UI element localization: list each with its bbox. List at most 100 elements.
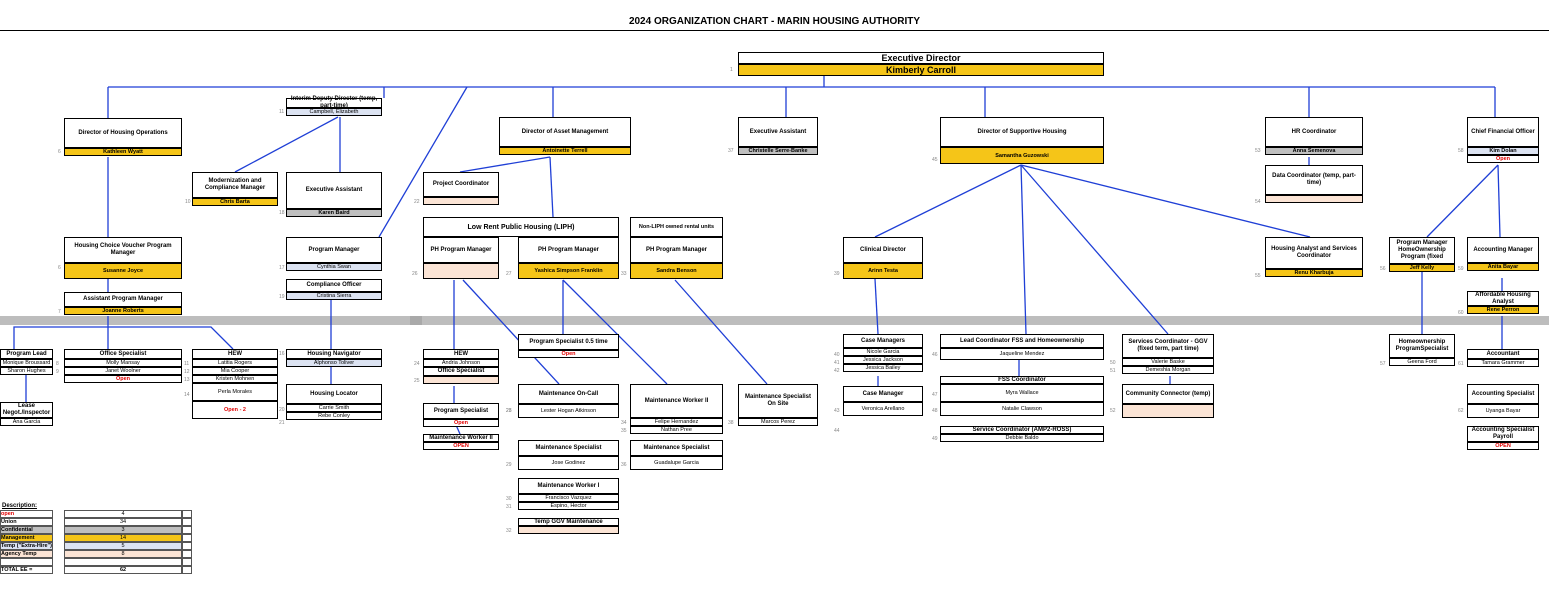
position-50-number: 62: [1458, 408, 1464, 414]
position-12-title: PH Program Manager: [518, 237, 619, 263]
position-number-extra-9: 44: [834, 428, 840, 434]
legend-spare-2: [182, 526, 192, 534]
position-20-title: Program Manager HomeOwnership Program (f…: [1389, 237, 1455, 264]
position-26-holder-2: Kristen Mohnen: [192, 375, 278, 383]
position-40-number: 38: [728, 420, 734, 426]
position-44-holder-1: Natalie Clawson: [940, 402, 1104, 416]
position-41-title: Case Managers: [843, 334, 923, 348]
position-6-number: 45: [932, 157, 938, 163]
position-10-title: Project Coordinator: [423, 172, 499, 197]
position-36-number: 30: [506, 496, 512, 502]
position-24-title: Lease Negot./Inspector: [0, 402, 53, 418]
position-34-holder-0: Lester Hogan Atkinson: [518, 404, 619, 418]
position-26-number: 11: [184, 361, 190, 367]
position-12-holder-0: Yashica Simpson Franklin: [518, 263, 619, 279]
position-7-number: 53: [1255, 148, 1261, 154]
position-46-holder-0: Valerie Baske: [1122, 358, 1214, 366]
position-3-holder-0: Karen Baird: [286, 209, 382, 217]
position-12-number: 27: [506, 271, 512, 277]
position-36-holder-0: Francisco Vazquez: [518, 494, 619, 502]
position-19-holder-0: Renu Kharbuja: [1265, 269, 1363, 277]
position-19-title: Housing Analyst and Services Coordinator: [1265, 237, 1363, 269]
position-46-number: 50: [1110, 360, 1116, 366]
legend-label-1: Union: [0, 518, 53, 526]
position-33-holder-0: Open: [518, 350, 619, 358]
position-34-title: Maintenance On-Call: [518, 384, 619, 404]
position-1-number: 11: [279, 109, 285, 115]
position-10-holder-0: [423, 197, 499, 205]
position-27-holder-0: Alphonso Toliver: [286, 359, 382, 367]
position-number-extra-5: 35: [621, 428, 627, 434]
position-41-holder-1: Jessica Jackson: [843, 356, 923, 364]
position-36-title: Maintenance Worker I: [518, 478, 619, 494]
non-liph-header: Non-LIPH owned rental units: [630, 217, 723, 237]
position-28-holder-0: Carrie Smith: [286, 404, 382, 412]
position-8-holder-0: [1265, 195, 1363, 203]
legend-value-6: [64, 558, 182, 566]
legend-spare-1: [182, 518, 192, 526]
legend-label-6: [0, 558, 53, 566]
position-49-holder-0: Tamara Grammer: [1467, 359, 1539, 367]
position-number-extra-11: 51: [1110, 368, 1116, 374]
legend-spare-3: [182, 534, 192, 542]
position-43-title: Lead Coordinator FSS and Homeownership: [940, 334, 1104, 348]
position-0-number: 6: [58, 149, 61, 155]
position-21-holder-0: Anita Bayar: [1467, 263, 1539, 271]
position-41-holder-2: Jessica Bailey: [843, 364, 923, 372]
position-48-title: Homeownership ProgramSpecialist: [1389, 334, 1455, 358]
position-25-holder-2: Open: [64, 375, 182, 383]
position-15-holder-0: Cynthia Swan: [286, 263, 382, 271]
position-7-holder-0: Anna Semenova: [1265, 147, 1363, 155]
position-29-title: HEW: [423, 349, 499, 359]
position-9-number: 58: [1458, 148, 1464, 154]
position-3-number: 18: [279, 210, 285, 216]
liph-header: Low Rent Public Housing (LIPH): [423, 217, 619, 237]
legend-value-3: 14: [64, 534, 182, 542]
position-33-title: Program Specialist 0.5 time: [518, 334, 619, 350]
position-42-number: 43: [834, 408, 840, 414]
position-34-number: 28: [506, 408, 512, 414]
position-14-number: 6: [58, 265, 61, 271]
position-39-title: Maintenance Specialist: [630, 440, 723, 456]
position-43-number: 46: [932, 352, 938, 358]
executive-director-number: 1: [730, 67, 733, 73]
page-title: 2024 ORGANIZATION CHART - MARIN HOUSING …: [628, 16, 921, 27]
position-number-extra-2: 14: [184, 392, 190, 398]
position-18-title: Clinical Director: [843, 237, 923, 263]
position-14-holder-0: Susanne Joyce: [64, 263, 182, 279]
position-44-number: 47: [932, 392, 938, 398]
position-37-title: Temp GGV Maintenance: [518, 518, 619, 526]
position-4-title: Director of Asset Management: [499, 117, 631, 147]
position-39-holder-0: Guadalupe Garcia: [630, 456, 723, 470]
position-28-holder-1: Rebe Conley: [286, 412, 382, 420]
divider-band: [0, 316, 1549, 325]
position-48-holder-0: Geena Ford: [1389, 358, 1455, 366]
position-15-number: 17: [279, 265, 285, 271]
position-17-holder-0: Joanne Roberts: [64, 307, 182, 315]
position-1-title: Interim Deputy Director (temp, part-time…: [286, 96, 382, 109]
position-38-holder-1: Nathan Pree: [630, 426, 723, 434]
position-27-number: 16: [279, 351, 285, 357]
position-28-title: Housing Locator: [286, 384, 382, 404]
position-number-extra-0: 12: [184, 369, 190, 375]
position-26-title: HEW: [192, 349, 278, 359]
position-21-number: 59: [1458, 266, 1464, 272]
position-5-holder-0: Christelle Serre-Banke: [738, 147, 818, 155]
position-3-title: Executive Assistant: [286, 172, 382, 209]
position-48-number: 57: [1380, 361, 1386, 367]
position-8-number: 54: [1255, 199, 1261, 205]
position-26-holder-4: Open - 2: [192, 401, 278, 419]
position-37-number: 32: [506, 528, 512, 534]
legend-spare-4: [182, 542, 192, 550]
position-50-holder-0: Uyanga Bayar: [1467, 404, 1539, 418]
position-23-title: Program Lead: [0, 349, 53, 359]
legend-label-0: open: [0, 510, 53, 518]
position-20-holder-0: Jeff Kelly: [1389, 264, 1455, 272]
position-39-number: 36: [621, 462, 627, 468]
position-43-holder-0: Jaqueline Mendez: [940, 348, 1104, 360]
position-44-holder-0: Myra Wallace: [940, 384, 1104, 402]
position-9-holder-1: Open: [1467, 155, 1539, 163]
position-15-title: Program Manager: [286, 237, 382, 263]
position-20-number: 56: [1380, 266, 1386, 272]
